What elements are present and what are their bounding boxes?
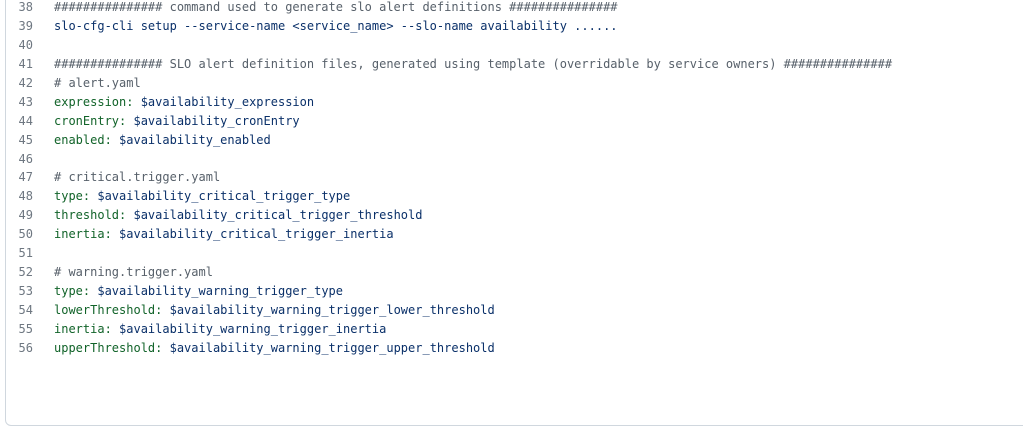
line-number: 55 xyxy=(18,321,33,336)
yaml-key: cronEntry xyxy=(54,113,120,128)
line-number: 56 xyxy=(18,340,33,355)
code-line: 48 type: $availability_critical_trigger_t… xyxy=(6,187,1023,206)
line-content: expression: $availability_expression xyxy=(54,93,1023,112)
code-line: 52 # warning.trigger.yaml xyxy=(6,263,1023,282)
yaml-value: $availability_critical_trigger_type xyxy=(97,189,351,204)
yaml-separator: : xyxy=(104,321,120,336)
line-number: 47 xyxy=(18,170,33,185)
yaml-value: $availability_critical_trigger_threshold xyxy=(133,208,423,223)
yaml-key: expression xyxy=(54,94,127,109)
yaml-key: lowerThreshold xyxy=(54,303,156,317)
line-content: # alert.yaml xyxy=(54,74,1023,93)
code-line: 55 inertia: $availability_warning_trigger… xyxy=(6,320,1023,339)
yaml-value: $availability_warning_trigger_lower_thre… xyxy=(169,303,495,317)
code-command: slo-cfg-cli setup --service-name <servic… xyxy=(54,18,618,33)
yaml-separator: : xyxy=(104,227,120,242)
line-content xyxy=(54,244,1023,263)
line-number: 49 xyxy=(18,208,33,223)
yaml-value: $availability_warning_trigger_upper_thre… xyxy=(169,340,495,355)
code-line: 40 xyxy=(6,36,1023,55)
code-line: 53 type: $availability_warning_trigger_ty… xyxy=(6,282,1023,301)
yaml-key: upperThreshold xyxy=(54,340,156,355)
line-number: 51 xyxy=(18,246,33,261)
line-number: 48 xyxy=(18,189,33,204)
yaml-separator: : xyxy=(155,340,170,355)
line-number: 46 xyxy=(18,151,33,166)
line-content: lowerThreshold: $availability_warning_tr… xyxy=(54,301,1023,320)
code-line: 39 slo-cfg-cli setup --service-name <serv… xyxy=(6,17,1023,36)
yaml-key: inertia xyxy=(54,321,105,336)
yaml-key: enabled xyxy=(54,132,105,147)
line-number: 44 xyxy=(18,113,33,128)
line-content: inertia: $availability_warning_trigger_i… xyxy=(54,320,1023,339)
line-number: 40 xyxy=(18,37,33,52)
line-content: ############### SLO alert definition fil… xyxy=(54,55,1023,74)
code-comment: ############### SLO alert definition fil… xyxy=(54,56,893,71)
yaml-key: threshold xyxy=(54,208,120,223)
yaml-value: $availability_cronEntry xyxy=(133,113,300,128)
yaml-value: $availability_warning_trigger_inertia xyxy=(119,321,387,336)
line-number: 53 xyxy=(18,284,33,299)
code-comment: # critical.trigger.yaml xyxy=(54,170,221,185)
line-content xyxy=(54,150,1023,169)
yaml-value: $availability_warning_trigger_type xyxy=(97,284,343,299)
yaml-separator: : xyxy=(155,303,170,317)
code-line: 47 # critical.trigger.yaml xyxy=(6,168,1023,187)
code-comment: # warning.trigger.yaml xyxy=(54,265,213,280)
code-line: 54 lowerThreshold: $availability_warning_… xyxy=(6,301,1023,320)
line-number: 54 xyxy=(18,303,33,317)
line-number: 43 xyxy=(18,94,33,109)
yaml-separator: : xyxy=(82,189,98,204)
code-line: 43 expression: $availability_expression xyxy=(6,93,1023,112)
code-line: 46 xyxy=(6,150,1023,169)
yaml-value: $availability_critical_trigger_inertia xyxy=(119,227,394,242)
line-number: 38 xyxy=(18,0,33,14)
yaml-separator: : xyxy=(104,132,120,147)
yaml-key: type xyxy=(54,284,83,299)
line-content: # warning.trigger.yaml xyxy=(54,263,1023,282)
code-comment: # alert.yaml xyxy=(54,75,141,90)
yaml-key: inertia xyxy=(54,227,105,242)
yaml-value: $availability_enabled xyxy=(119,132,271,147)
code-line: 44 cronEntry: $availability_cronEntry xyxy=(6,112,1023,131)
line-content: ############### command used to generate… xyxy=(54,0,1023,17)
code-comment: ############### command used to generate… xyxy=(54,0,618,14)
line-number: 39 xyxy=(18,18,33,33)
code-line: 41 ############### SLO alert definition f… xyxy=(6,55,1023,74)
yaml-key: type xyxy=(54,189,83,204)
code-line: 45 enabled: $availability_enabled xyxy=(6,131,1023,150)
line-content: type: $availability_warning_trigger_type xyxy=(54,282,1023,301)
line-content xyxy=(54,36,1023,55)
line-content: threshold: $availability_critical_trigge… xyxy=(54,206,1023,225)
line-content: upperThreshold: $availability_warning_tr… xyxy=(54,339,1023,358)
line-content: slo-cfg-cli setup --service-name <servic… xyxy=(54,17,1023,36)
yaml-separator: : xyxy=(126,94,141,109)
line-content: enabled: $availability_enabled xyxy=(54,131,1023,150)
line-content: # critical.trigger.yaml xyxy=(54,168,1023,187)
yaml-separator: : xyxy=(119,113,134,128)
line-content: cronEntry: $availability_cronEntry xyxy=(54,112,1023,131)
line-number: 42 xyxy=(18,75,33,90)
code-viewer: 38 ############### command used to genera… xyxy=(5,0,1023,426)
line-number: 50 xyxy=(18,227,33,242)
line-number: 45 xyxy=(18,132,33,147)
code-line: 38 ############### command used to genera… xyxy=(6,0,1023,17)
code-line: 49 threshold: $availability_critical_trig… xyxy=(6,206,1023,225)
yaml-value: $availability_expression xyxy=(140,94,315,109)
code-line: 51 xyxy=(6,244,1023,263)
yaml-separator: : xyxy=(82,284,98,299)
line-number: 52 xyxy=(18,265,33,280)
line-number: 41 xyxy=(18,56,33,71)
line-content: inertia: $availability_critical_trigger_… xyxy=(54,225,1023,244)
code-line: 42 # alert.yaml xyxy=(6,74,1023,93)
code-line: 56 upperThreshold: $availability_warning_… xyxy=(6,339,1023,358)
code-line: 50 inertia: $availability_critical_trigge… xyxy=(6,225,1023,244)
line-content: type: $availability_critical_trigger_typ… xyxy=(54,187,1023,206)
code-lines: 38 ############### command used to genera… xyxy=(6,0,1023,358)
yaml-separator: : xyxy=(119,208,134,223)
